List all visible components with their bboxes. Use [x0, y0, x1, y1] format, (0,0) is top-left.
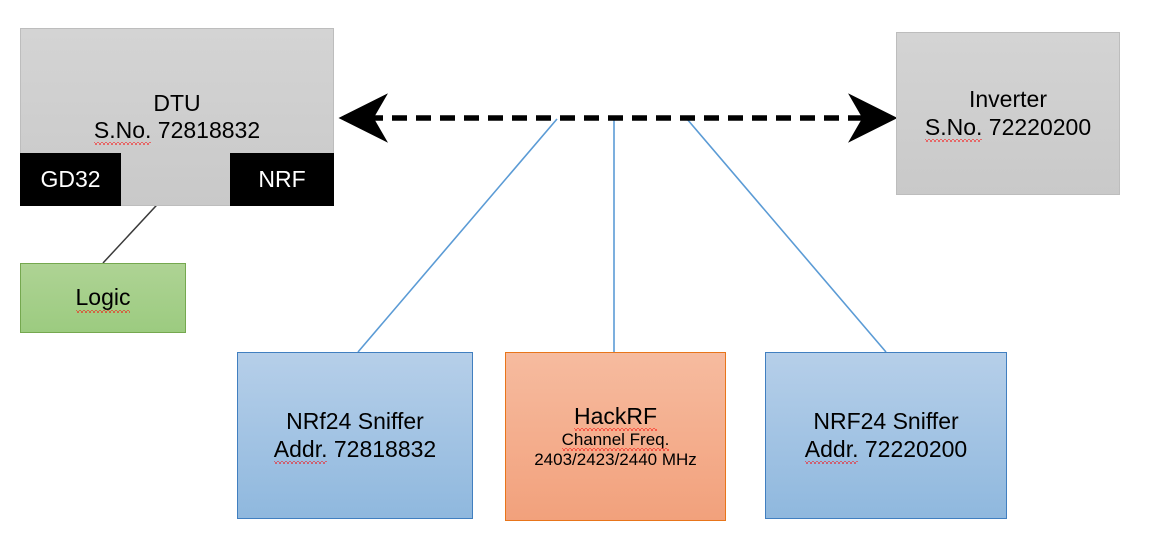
hackrf-sub-label: Channel Freq.	[561, 430, 670, 452]
hackrf-title: HackRF	[573, 402, 658, 432]
sniffer-right-title-text: NRF24 Sniffer	[813, 408, 959, 435]
sniffer-left-addr: Addr. 72818832	[273, 435, 437, 464]
connector-sniffer-right-tap	[686, 118, 887, 353]
dtu-serial: S.No. 72818832	[93, 117, 261, 146]
connector-sniffer-left-tap	[357, 118, 558, 353]
inverter-title: Inverter	[969, 86, 1047, 113]
inverter-serial: S.No. 72220200	[924, 113, 1092, 142]
inverter-serial-label: S.No.	[924, 113, 983, 142]
inverter-serial-value: 72220200	[988, 113, 1092, 140]
sniffer-left-title-text: NRf24 Sniffer	[286, 408, 424, 435]
sniffer-right-addr-value: 72220200	[864, 435, 968, 462]
sniffer-right-title: NRF24 Sniffer	[813, 408, 958, 435]
dtu-serial-label: S.No.	[93, 117, 152, 146]
logic-label: Logic	[75, 284, 131, 313]
sniffer-left-addr-label: Addr.	[273, 435, 328, 464]
node-hackrf[interactable]: HackRF Channel Freq. 2403/2423/2440 MHz	[505, 352, 726, 521]
sniffer-left-addr-value: 72818832	[333, 435, 437, 462]
node-inverter[interactable]: Inverter S.No. 72220200	[896, 32, 1120, 195]
hackrf-frequencies: 2403/2423/2440 MHz	[534, 450, 697, 470]
dtu-serial-value: 72818832	[157, 117, 261, 143]
sniffer-right-addr: Addr. 72220200	[804, 435, 968, 464]
node-nrf[interactable]: NRF	[230, 153, 334, 206]
node-sniffer-right[interactable]: NRF24 Sniffer Addr. 72220200	[765, 352, 1007, 519]
node-gd32[interactable]: GD32	[20, 153, 121, 206]
node-sniffer-left[interactable]: NRf24 Sniffer Addr. 72818832	[237, 352, 473, 519]
gd32-label: GD32	[40, 165, 101, 192]
sniffer-right-addr-label: Addr.	[804, 435, 859, 464]
node-logic[interactable]: Logic	[20, 263, 186, 333]
nrf-label: NRF	[258, 165, 306, 192]
sniffer-left-title: NRf24 Sniffer	[286, 408, 424, 435]
dtu-title: DTU	[153, 89, 201, 116]
